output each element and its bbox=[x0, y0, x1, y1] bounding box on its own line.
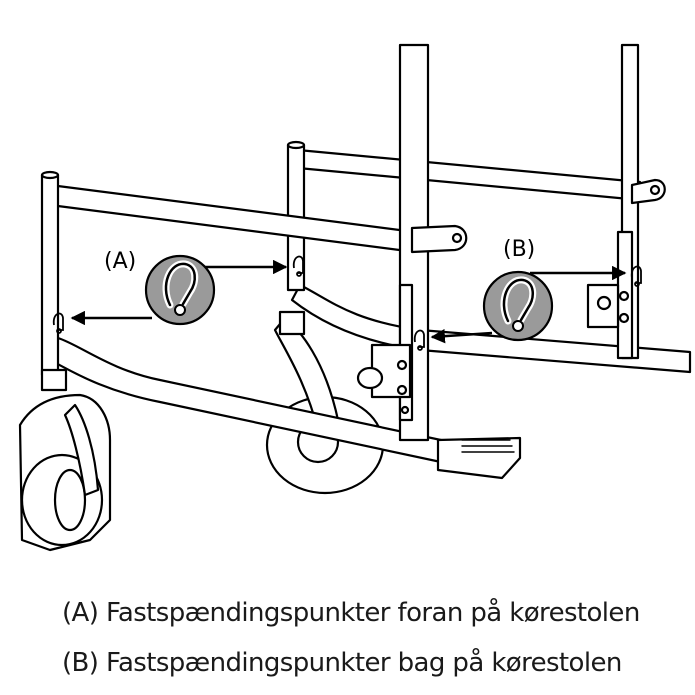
tie-down-point-a-front bbox=[52, 312, 64, 331]
arrow-b-to-front bbox=[430, 328, 493, 344]
tie-down-point-b-rear bbox=[630, 265, 642, 284]
tie-down-hook-icon bbox=[482, 270, 554, 342]
label-b: (B) bbox=[503, 237, 535, 262]
rear-upper-bar bbox=[296, 148, 642, 202]
front-upper-bar bbox=[48, 183, 417, 254]
front-left-post bbox=[40, 173, 60, 377]
caption-front-tie-down: (A) Fastspændingspunkter foran på kørest… bbox=[62, 598, 640, 628]
label-a: (A) bbox=[104, 249, 136, 274]
tie-down-hook-icon bbox=[144, 254, 216, 326]
front-caster-wheel bbox=[18, 368, 112, 552]
rear-lower-tube bbox=[290, 283, 692, 374]
tie-down-point-a-rear bbox=[292, 255, 304, 274]
wheelchair-frame-illustration: (A) (B) bbox=[18, 43, 692, 552]
tie-down-point-b-front bbox=[413, 329, 425, 348]
footrest-plate bbox=[436, 436, 522, 480]
front-axle-hub bbox=[356, 366, 384, 390]
front-hinge-top bbox=[410, 224, 468, 254]
caption-rear-tie-down: (B) Fastspændingspunkter bag på kørestol… bbox=[62, 648, 622, 678]
